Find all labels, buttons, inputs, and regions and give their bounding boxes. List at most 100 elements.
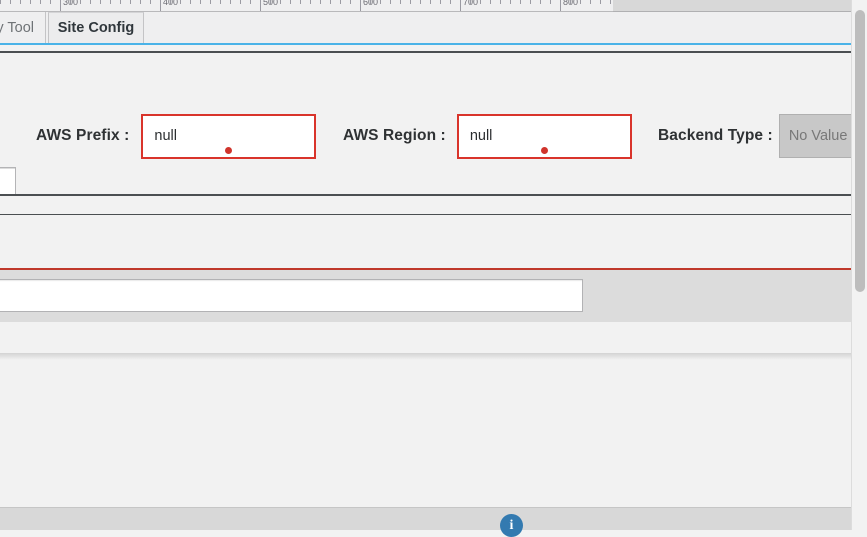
ruler-minor-tick xyxy=(580,0,581,4)
ruler-minor-tick xyxy=(390,0,391,4)
ruler-minor-tick xyxy=(90,0,91,4)
ruler-minor-tick xyxy=(320,0,321,4)
field-backend-type: Backend Type : No Value xyxy=(658,113,859,159)
ruler-label: 600 xyxy=(363,0,379,7)
ruler-minor-tick xyxy=(110,0,111,4)
ruler-minor-tick xyxy=(610,0,611,4)
ruler-right-filler xyxy=(613,0,867,12)
tab-deploy-tool[interactable]: y Tool xyxy=(0,12,46,43)
ruler-minor-tick xyxy=(380,0,381,4)
page-body xyxy=(0,353,867,530)
section-band-1 xyxy=(0,196,852,214)
field-aws-prefix: AWS Prefix : null xyxy=(36,113,317,159)
ruler-minor-tick xyxy=(100,0,101,4)
page-body-top-shadow xyxy=(0,353,867,360)
aws-prefix-error-dot-icon xyxy=(225,146,233,154)
field-aws-region: AWS Region : null xyxy=(343,113,632,159)
search-input-value xyxy=(0,287,7,303)
ruler-minor-tick xyxy=(170,0,171,4)
tab-site-config-label: Site Config xyxy=(57,20,135,36)
ruler-minor-tick xyxy=(220,0,221,4)
tab-bar: y Tool Site Config xyxy=(0,12,852,45)
ruler-minor-tick xyxy=(340,0,341,4)
ruler-minor-tick xyxy=(270,0,271,4)
ruler-minor-tick xyxy=(510,0,511,4)
vertical-scrollbar-thumb[interactable] xyxy=(855,10,865,292)
ruler-minor-tick xyxy=(40,0,41,4)
ruler-minor-tick xyxy=(70,0,71,4)
horizontal-ruler: 300 400 500 600 700 800 xyxy=(0,0,613,12)
field-aws-region-label: AWS Region : xyxy=(343,127,446,144)
field-backend-type-label: Backend Type : xyxy=(658,127,773,144)
ruler-minor-tick xyxy=(190,0,191,4)
field-aws-region-value: null xyxy=(469,128,493,144)
tab-deploy-tool-label: y Tool xyxy=(0,19,34,36)
ruler-minor-tick xyxy=(0,0,1,4)
ruler-minor-tick xyxy=(290,0,291,4)
ruler-major-tick xyxy=(160,0,161,11)
ruler-minor-tick xyxy=(50,0,51,4)
ruler-minor-tick xyxy=(480,0,481,4)
ruler-minor-tick xyxy=(150,0,151,4)
divider-section-1 xyxy=(0,194,852,196)
ruler-minor-tick xyxy=(180,0,181,4)
divider-section-2 xyxy=(0,214,852,215)
ruler-minor-tick xyxy=(540,0,541,4)
section-band-2 xyxy=(0,215,852,268)
field-aws-prefix-input[interactable]: null xyxy=(141,113,317,159)
ruler-label: 400 xyxy=(163,0,179,7)
ruler-label: 300 xyxy=(63,0,79,7)
ruler-minor-tick xyxy=(370,0,371,4)
ruler-minor-tick xyxy=(530,0,531,4)
vertical-scrollbar-track[interactable] xyxy=(851,0,867,530)
ruler-minor-tick xyxy=(80,0,81,4)
ruler-minor-tick xyxy=(280,0,281,4)
ruler-minor-tick xyxy=(130,0,131,4)
bottom-status-bar: i xyxy=(0,507,867,537)
ruler-minor-tick xyxy=(30,0,31,4)
ruler-minor-tick xyxy=(550,0,551,4)
ruler-minor-tick xyxy=(410,0,411,4)
field-backend-type-value: No Value xyxy=(788,128,848,144)
ruler-minor-tick xyxy=(240,0,241,4)
ruler-minor-tick xyxy=(250,0,251,4)
search-input[interactable] xyxy=(0,279,583,312)
divider-validation-error xyxy=(0,268,852,270)
ruler-minor-tick xyxy=(570,0,571,4)
tab-site-config[interactable]: Site Config xyxy=(48,12,144,43)
ruler-minor-tick xyxy=(440,0,441,4)
ruler-minor-tick xyxy=(420,0,421,4)
ruler-minor-tick xyxy=(350,0,351,4)
search-bar-container xyxy=(0,270,852,322)
ruler-minor-tick xyxy=(520,0,521,4)
info-icon-glyph: i xyxy=(509,517,514,533)
ruler-minor-tick xyxy=(20,0,21,4)
field-aws-prefix-label: AWS Prefix : xyxy=(36,127,130,144)
ruler-minor-tick xyxy=(450,0,451,4)
info-icon[interactable]: i xyxy=(500,514,523,537)
ruler-minor-tick xyxy=(230,0,231,4)
ruler-minor-tick xyxy=(120,0,121,4)
ruler-major-tick xyxy=(560,0,561,11)
lower-panel xyxy=(0,322,852,354)
ruler-minor-tick xyxy=(430,0,431,4)
site-config-form-panel: AWS Prefix : null AWS Region : null Back… xyxy=(0,55,859,211)
field-aws-region-input[interactable]: null xyxy=(456,113,632,159)
ruler-minor-tick xyxy=(10,0,11,4)
ruler-label: 500 xyxy=(263,0,279,7)
ruler-minor-tick xyxy=(590,0,591,4)
ruler-major-tick xyxy=(260,0,261,11)
ruler-major-tick xyxy=(360,0,361,11)
ruler-minor-tick xyxy=(310,0,311,4)
tab-strip-empty-area xyxy=(145,12,852,43)
ruler-minor-tick xyxy=(500,0,501,4)
field-backend-type-select[interactable]: No Value xyxy=(778,114,859,158)
ruler-label: 800 xyxy=(563,0,579,7)
aws-region-error-dot-icon xyxy=(540,146,548,154)
ruler-minor-tick xyxy=(400,0,401,4)
divider-below-tabs xyxy=(0,51,852,53)
ruler-minor-tick xyxy=(140,0,141,4)
ruler-label: 700 xyxy=(463,0,479,7)
ruler-minor-tick xyxy=(200,0,201,4)
